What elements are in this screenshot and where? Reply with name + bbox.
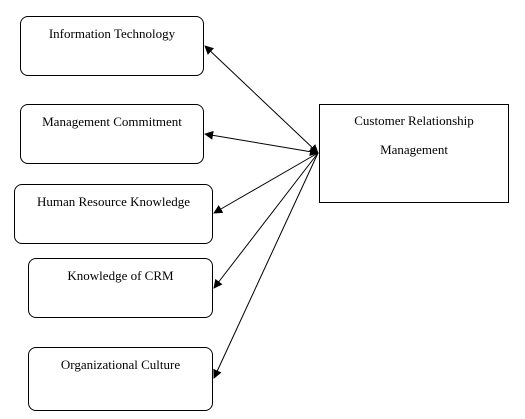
- arrow-crm-human-resource-knowledge: [213, 152, 319, 214]
- human-resource-knowledge-box: Human Resource Knowledge: [14, 184, 213, 244]
- arrow-crm-knowledge-of-crm: [213, 152, 319, 289]
- human-resource-knowledge-label: Human Resource Knowledge: [36, 194, 191, 209]
- knowledge-of-crm-box: Knowledge of CRM: [28, 258, 213, 318]
- crm-label-line1: Customer Relationship: [354, 113, 474, 128]
- customer-relationship-management-box: Customer Relationship Management: [319, 104, 509, 203]
- knowledge-of-crm-label: Knowledge of CRM: [67, 268, 174, 283]
- management-commitment-box: Management Commitment: [20, 104, 204, 164]
- crm-label-line2: Management: [380, 142, 448, 157]
- management-commitment-label: Management Commitment: [42, 114, 182, 129]
- information-technology-label: Information Technology: [48, 26, 176, 41]
- arrow-crm-organizational-culture: [213, 152, 319, 379]
- information-technology-box: Information Technology: [20, 16, 204, 76]
- organizational-culture-box: Organizational Culture: [28, 347, 213, 411]
- organizational-culture-label: Organizational Culture: [60, 357, 181, 372]
- arrow-crm-management-commitment: [204, 130, 319, 157]
